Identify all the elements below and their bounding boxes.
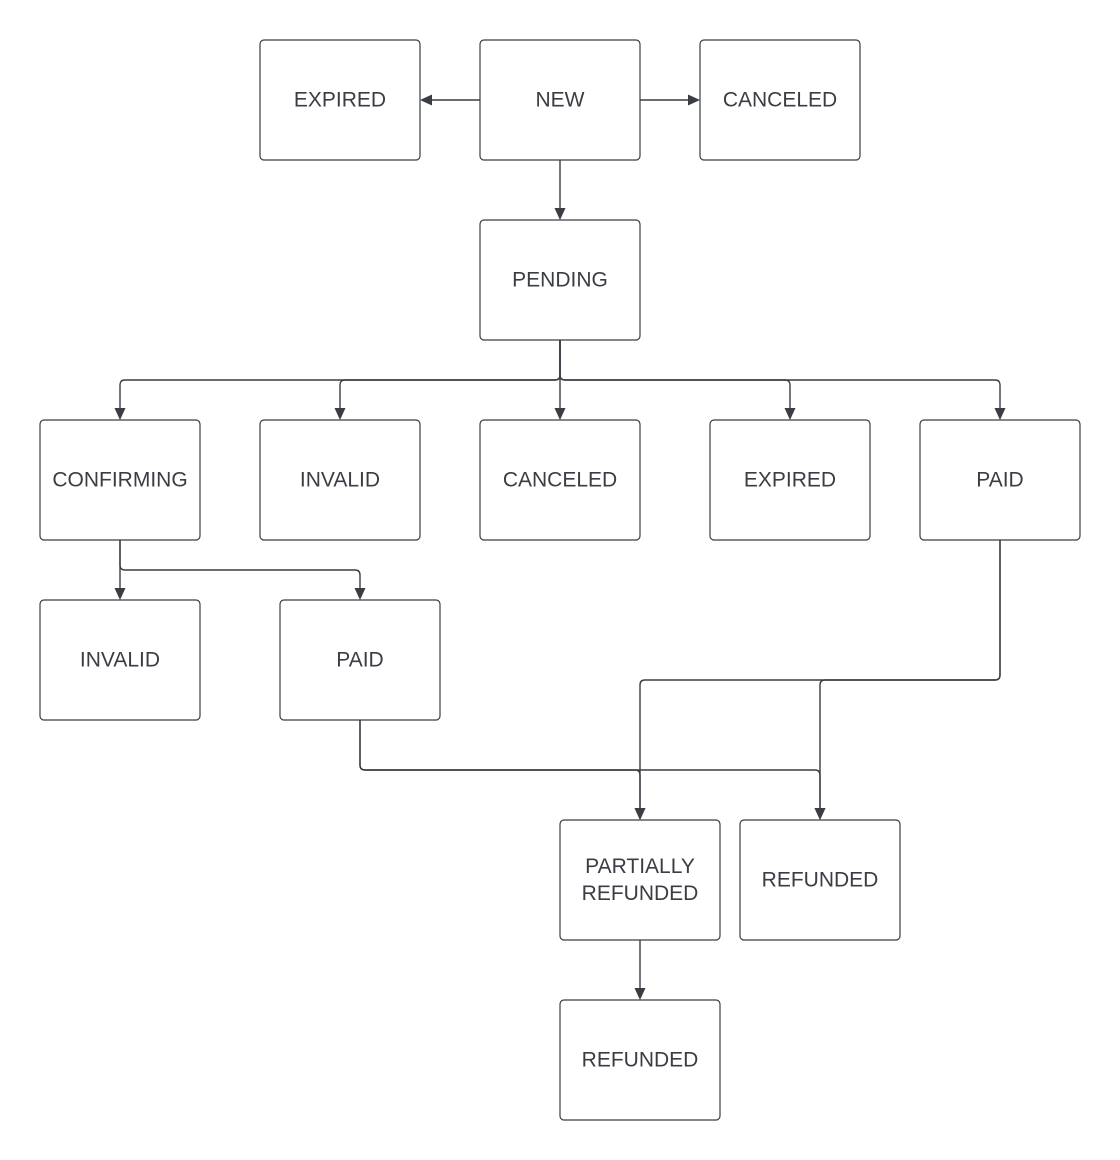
arrowhead-icon [114,588,126,600]
arrowhead-icon [114,408,126,420]
state-node-refunded-bottom[interactable]: REFUNDED [559,999,721,1121]
state-label: INVALID [300,469,380,492]
arrowhead-icon [634,988,646,1000]
state-node-invalid-mid[interactable]: INVALID [259,419,421,541]
state-box [739,819,901,941]
state-box [699,39,861,161]
state-label: REFUNDED [762,869,879,892]
edge-new-to-pending [554,160,566,220]
arrowhead-icon [334,408,346,420]
state-label: REFUNDED [582,1049,699,1072]
state-box [559,999,721,1121]
arrowhead-icon [420,94,432,106]
state-label: PENDING [512,269,608,292]
state-node-expired-top[interactable]: EXPIRED [259,39,421,161]
state-box [479,39,641,161]
state-node-confirming[interactable]: CONFIRMING [39,419,201,541]
nodes-layer: EXPIRED NEW CANCELED PENDING CONFIRMING INVAL… [39,39,1081,1121]
state-box [479,219,641,341]
edge-paid_low-to-refunded_right [359,720,826,820]
edge-pending-to-paid_right [559,340,1006,420]
edges-layer [114,94,1006,1000]
state-label: CANCELED [723,89,837,112]
edge-confirming-to-paid_low [119,540,366,600]
edge-pending-to-invalid_mid [334,340,561,420]
edge-line [559,340,791,412]
state-node-new[interactable]: NEW [479,39,641,161]
state-box [709,419,871,541]
edge-new-to-expired_top [420,94,480,106]
state-box [559,819,721,941]
state-label: CANCELED [503,469,617,492]
arrowhead-icon [554,208,566,220]
edge-line [359,720,821,812]
state-label: EXPIRED [294,89,386,112]
arrowhead-icon [784,408,796,420]
edge-paid_right-to-refunded_right [814,540,1001,820]
edge-line [119,540,361,592]
state-label: INVALID [80,649,160,672]
arrowhead-icon [688,94,700,106]
state-node-paid-right[interactable]: PAID [919,419,1081,541]
state-node-canceled-top[interactable]: CANCELED [699,39,861,161]
state-node-pending[interactable]: PENDING [479,219,641,341]
arrowhead-icon [814,808,826,820]
state-label: REFUNDED [582,882,699,905]
edge-line [339,340,561,412]
state-node-paid-low[interactable]: PAID [279,599,441,721]
state-node-partially-refunded[interactable]: PARTIALLY REFUNDED [559,819,721,941]
state-box [279,599,441,721]
arrowhead-icon [554,408,566,420]
arrowhead-icon [354,588,366,600]
state-label: PARTIALLY [585,855,695,878]
arrowhead-icon [634,808,646,820]
state-node-canceled-mid[interactable]: CANCELED [479,419,641,541]
state-box [259,39,421,161]
state-node-refunded-right[interactable]: REFUNDED [739,819,901,941]
state-box [479,419,641,541]
edge-partially_refunded-to-refunded_bottom [634,940,646,1000]
state-box [259,419,421,541]
state-label: PAID [336,649,383,672]
edge-line [559,340,1001,412]
edge-line [819,540,1001,812]
state-node-invalid-low[interactable]: INVALID [39,599,201,721]
edge-new-to-canceled_top [640,94,700,106]
arrowhead-icon [994,408,1006,420]
state-label: PAID [976,469,1023,492]
state-label: CONFIRMING [52,469,187,492]
state-label: NEW [536,89,585,112]
edge-line [359,720,641,812]
state-box [919,419,1081,541]
state-box [39,599,201,721]
state-label: EXPIRED [744,469,836,492]
state-box [39,419,201,541]
state-node-expired-mid[interactable]: EXPIRED [709,419,871,541]
